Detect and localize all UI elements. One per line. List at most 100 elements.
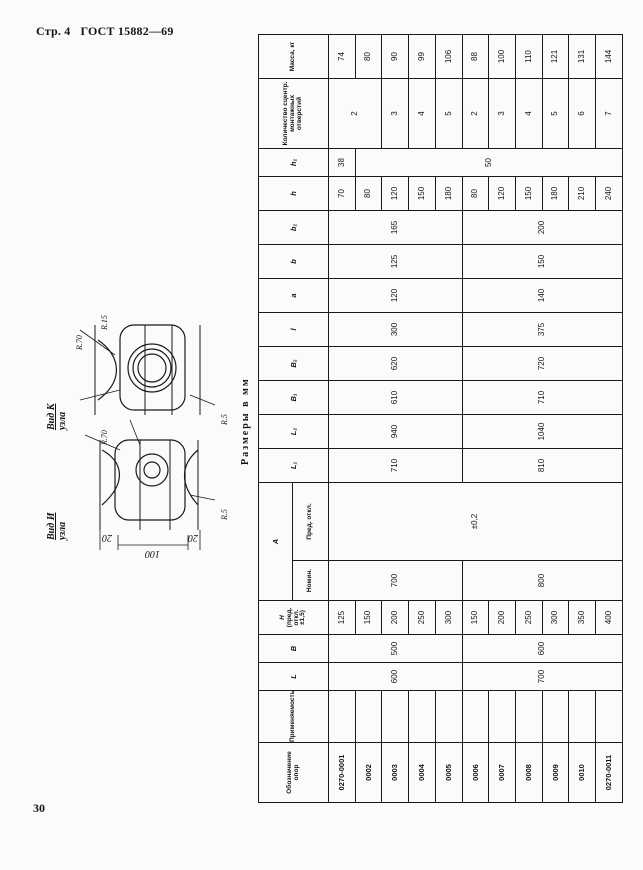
cell-holes: 2: [462, 78, 489, 149]
pipe-ring-k: [132, 348, 172, 388]
cell-b: 125: [328, 244, 463, 279]
col-l: l: [258, 312, 329, 347]
radius-label: R.5: [220, 414, 229, 425]
cell-code: 0270-0011: [595, 742, 623, 803]
dimensions-table-wrap: Обозначение опор Применяемость L B H(пре…: [258, 34, 623, 803]
pipe-wall-k: [94, 325, 146, 415]
pipe-bore-a: [143, 461, 161, 479]
pipe-wall-a: [99, 440, 141, 530]
cell-mass: 110: [515, 34, 543, 79]
weld-curve-a2: [184, 449, 199, 506]
cell-b: 150: [462, 244, 623, 279]
cell-mass: 121: [542, 34, 569, 79]
cell-mass: 90: [381, 34, 409, 79]
col-b1: b₁: [258, 210, 329, 245]
radius-label: R.5: [220, 509, 229, 520]
cell-code: 0007: [488, 742, 516, 803]
col-mass: Масса, кг: [258, 34, 329, 79]
cell-H: 300: [435, 600, 463, 635]
cell-applicability: [488, 690, 516, 743]
cell-h: 210: [568, 176, 596, 211]
cell-B: 600: [462, 634, 623, 663]
cell-h: 180: [435, 176, 463, 211]
col-L1: L₁: [258, 448, 329, 483]
cell-b1: 200: [462, 210, 623, 245]
table-caption: Размеры в мм: [240, 377, 251, 465]
pipe-wall-a2: [169, 440, 199, 530]
cell-H: 350: [568, 600, 596, 635]
cell-h: 80: [462, 176, 489, 211]
dimension-width: [117, 535, 189, 550]
cell-holes: 4: [515, 78, 543, 149]
col-A-dev: Пред. откл.: [292, 482, 329, 561]
cell-B2: 720: [462, 346, 623, 381]
cell-L2: 1040: [462, 414, 623, 449]
cell-code: 0005: [435, 742, 463, 803]
page-number: 30: [33, 801, 45, 815]
cell-H: 200: [381, 600, 409, 635]
cell-L: 600: [328, 662, 463, 691]
cell-H: 125: [328, 600, 356, 635]
col-a: a: [258, 278, 329, 313]
support-base-outline-a: [114, 439, 186, 521]
cell-mass: 106: [435, 34, 463, 79]
cell-applicability: [462, 690, 489, 743]
cell-h1: 50: [355, 148, 623, 177]
col-h1: h₁: [258, 148, 329, 177]
cell-L: 700: [462, 662, 623, 691]
cell-mass: 100: [488, 34, 516, 79]
pipe-section-a: [135, 453, 169, 487]
cell-code: 0002: [355, 742, 382, 803]
cell-code: 0004: [408, 742, 436, 803]
cell-holes: 3: [381, 78, 409, 149]
cell-L1: 810: [462, 448, 623, 483]
cell-h: 180: [542, 176, 569, 211]
col-L: L: [258, 662, 329, 691]
cell-applicability: [568, 690, 596, 743]
cell-B1: 710: [462, 380, 623, 415]
cell-code: 0270-0001: [328, 742, 356, 803]
cell-h: 240: [595, 176, 623, 211]
cell-mass: 99: [408, 34, 436, 79]
dimension-sides: [99, 530, 201, 550]
col-h: h: [258, 176, 329, 211]
cell-mass: 131: [568, 34, 596, 79]
leader-lines: [79, 329, 216, 501]
cell-applicability: [408, 690, 436, 743]
cell-a: 120: [328, 278, 463, 313]
cell-l: 300: [328, 312, 463, 347]
col-A: A: [258, 482, 293, 601]
col-B1: B₁: [258, 380, 329, 415]
cell-holes: 2: [328, 78, 382, 149]
cell-h: 120: [488, 176, 516, 211]
dimension-right-label: 20: [188, 532, 198, 543]
cell-applicability: [595, 690, 623, 743]
cell-l: 375: [462, 312, 623, 347]
col-holes: Количество сцентр. монтажных отверстий: [258, 78, 329, 149]
cell-applicability: [542, 690, 569, 743]
cell-A-nom: 800: [462, 560, 623, 601]
cell-H: 250: [515, 600, 543, 635]
dimension-left-label: 20: [102, 532, 112, 543]
cell-holes: 3: [488, 78, 516, 149]
cell-A-nom: 700: [328, 560, 463, 601]
radius-label: R.15: [100, 315, 109, 330]
cell-applicability: [328, 690, 356, 743]
cell-code: 0010: [568, 742, 596, 803]
cell-H: 300: [542, 600, 569, 635]
cell-h: 70: [328, 176, 356, 211]
cell-B2: 620: [328, 346, 463, 381]
cell-holes: 4: [408, 78, 436, 149]
pipe-wall-k2: [171, 325, 201, 415]
cell-applicability: [355, 690, 382, 743]
cell-code: 0006: [462, 742, 489, 803]
col-B2: B₂: [258, 346, 329, 381]
support-base-outline-k: [119, 324, 186, 411]
cell-H: 250: [408, 600, 436, 635]
radius-label: R.70: [75, 335, 84, 350]
cell-h: 120: [381, 176, 409, 211]
cell-h1: 38: [328, 148, 356, 177]
